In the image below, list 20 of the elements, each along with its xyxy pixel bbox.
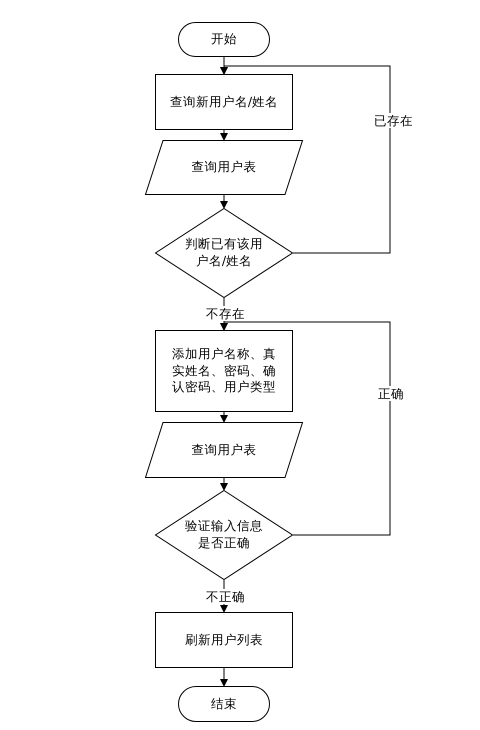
- arrow: [220, 66, 390, 254]
- node-label: 结束: [210, 696, 238, 712]
- node-label: 查询用户表: [190, 159, 258, 176]
- edge-label: 不正确: [204, 589, 247, 604]
- edge-label: 已存在: [372, 113, 415, 128]
- node-label: 查询新用户名/姓名: [168, 94, 280, 110]
- node-label: 刷新用户列表: [184, 632, 264, 648]
- node-label: 添加用户名称、真实姓名、密码、确认密码、用户类型: [171, 346, 277, 396]
- node-label: 判断已有该用户名/姓名: [184, 236, 264, 270]
- edge-label: 不存在: [204, 306, 247, 321]
- arrow: [220, 322, 390, 536]
- node-label: 开始: [210, 31, 238, 48]
- edge-label: 正确: [376, 386, 406, 401]
- arrow: [220, 478, 228, 491]
- arrow: [220, 668, 228, 687]
- arrow: [220, 412, 228, 423]
- node-label: 验证输入信息是否正确: [184, 518, 264, 552]
- node-label: 查询用户表: [190, 442, 258, 458]
- arrow: [220, 194, 228, 209]
- arrow: [220, 130, 228, 141]
